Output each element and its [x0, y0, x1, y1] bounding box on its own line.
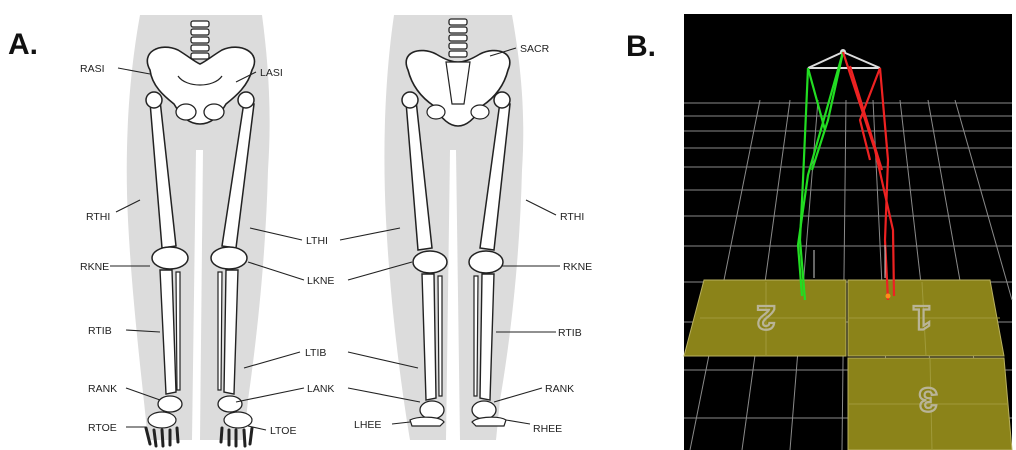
front-right-knee	[152, 247, 188, 269]
label-back-sacr: SACR	[520, 43, 550, 55]
back-spine	[449, 19, 467, 57]
label-ltib: LTIB	[305, 347, 326, 359]
force-plate-1-number: 1	[913, 298, 932, 336]
label-front-rtib: RTIB	[88, 325, 112, 337]
back-skeleton	[384, 15, 523, 440]
label-front-rtoe: RTOE	[88, 422, 117, 434]
label-lank: LANK	[307, 383, 334, 395]
right-foot-marker	[886, 294, 891, 299]
label-back-rtib: RTIB	[558, 327, 582, 339]
gait-3d-view: 2 1 3	[684, 14, 1012, 450]
force-plate-3-number: 3	[919, 380, 938, 418]
label-back-lhee: LHEE	[354, 419, 381, 431]
label-front-lasi: LASI	[260, 67, 283, 79]
label-back-rkne: RKNE	[563, 261, 592, 273]
label-back-rhee: RHEE	[533, 423, 562, 435]
label-front-rank: RANK	[88, 383, 117, 395]
front-spine	[191, 21, 209, 59]
label-front-rkne: RKNE	[80, 261, 109, 273]
label-back-rank: RANK	[545, 383, 574, 395]
back-right-foot	[472, 401, 506, 426]
label-front-rthi: RTHI	[86, 211, 110, 223]
force-plate-2-number: 2	[757, 298, 776, 336]
label-lthi: LTHI	[306, 235, 328, 247]
front-left-knee	[211, 247, 247, 269]
label-front-ltoe: LTOE	[270, 425, 296, 437]
label-lkne: LKNE	[307, 275, 334, 287]
label-front-rasi: RASI	[80, 63, 105, 75]
front-skeleton	[127, 15, 270, 446]
label-back-rthi: RTHI	[560, 211, 584, 223]
